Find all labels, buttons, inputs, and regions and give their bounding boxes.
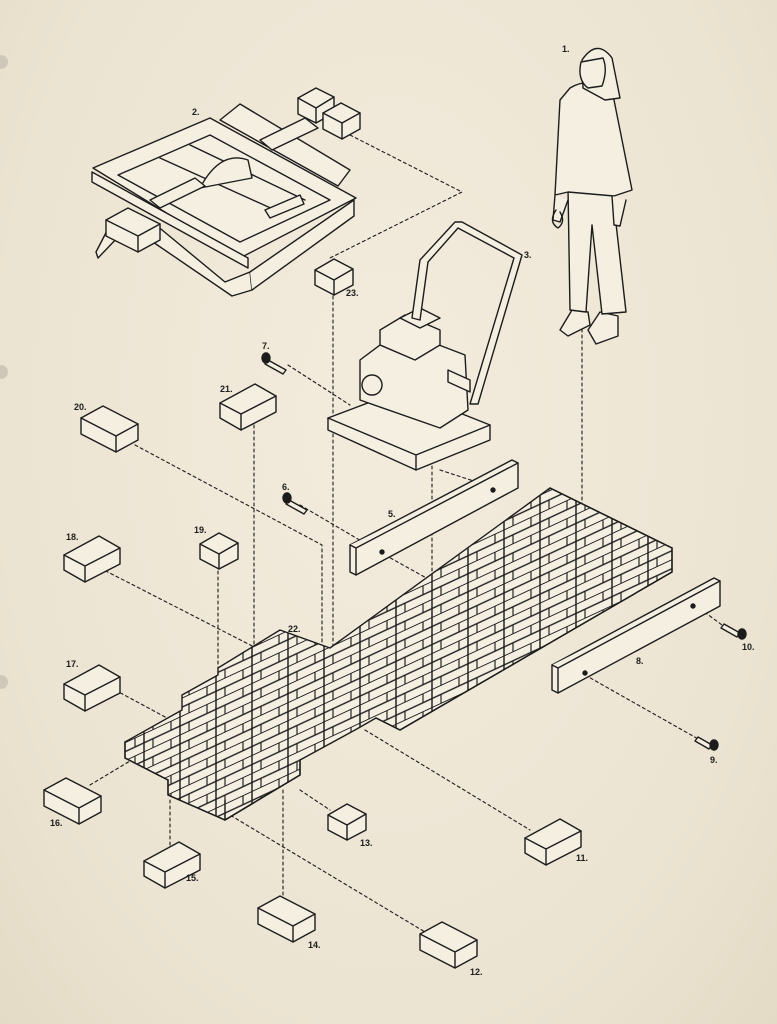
label-11: 11. <box>576 853 588 863</box>
brick-11 <box>524 818 582 866</box>
label-6: 6. <box>282 482 290 492</box>
plate-compactor <box>327 221 523 471</box>
screw-9 <box>694 736 719 751</box>
punch-hole <box>0 365 8 379</box>
punch-hole <box>0 675 8 689</box>
label-17: 17. <box>66 659 79 669</box>
screw-10 <box>720 623 747 640</box>
brick-14 <box>257 895 316 943</box>
label-14: 14. <box>308 940 321 950</box>
label-12: 12. <box>470 967 483 977</box>
screw-7 <box>261 352 287 375</box>
label-21: 21. <box>220 384 233 394</box>
label-7: 7. <box>262 341 270 351</box>
label-18: 18. <box>66 532 79 542</box>
label-5: 5. <box>388 509 396 519</box>
brick-12 <box>419 921 478 969</box>
loose-bricks <box>43 87 582 969</box>
screw-6 <box>282 492 308 515</box>
brick-21 <box>219 383 277 431</box>
label-1: 1. <box>562 44 570 54</box>
table-saw <box>91 103 357 297</box>
brick-20 <box>80 405 139 453</box>
brick-23 <box>314 258 354 296</box>
label-19: 19. <box>194 525 207 535</box>
bricks-saw-top <box>297 87 361 140</box>
label-23: 23. <box>346 288 359 298</box>
label-22: 22. <box>288 624 301 634</box>
label-9: 9. <box>710 755 718 765</box>
brick-16 <box>43 777 102 825</box>
label-3: 3. <box>524 250 532 260</box>
label-2: 2. <box>192 107 200 117</box>
label-8: 8. <box>636 656 644 666</box>
brick-15 <box>143 841 201 889</box>
brick-17 <box>63 664 121 712</box>
person-figure <box>551 47 633 345</box>
brick-19 <box>199 532 239 570</box>
board-5 <box>349 459 519 576</box>
punch-hole <box>0 55 8 69</box>
label-15: 15. <box>186 873 199 883</box>
paver-surface <box>124 487 673 821</box>
part-labels: 1. 2. 3. 23. 7. 21. 20. 6. 5. 19. 18. 22… <box>50 44 755 977</box>
label-20: 20. <box>74 402 87 412</box>
label-10: 10. <box>742 642 755 652</box>
board-8 <box>551 577 721 694</box>
brick-18 <box>63 535 121 583</box>
brick-13 <box>327 803 367 841</box>
label-13: 13. <box>360 838 373 848</box>
label-16: 16. <box>50 818 63 828</box>
